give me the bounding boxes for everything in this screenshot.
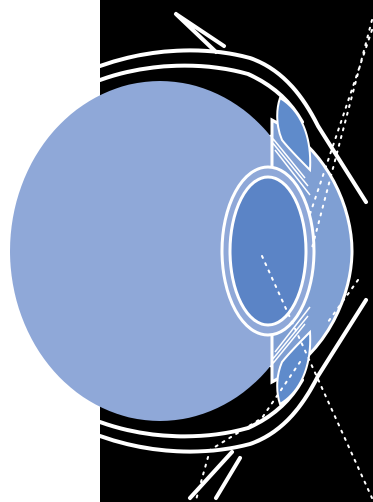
- lens: [230, 177, 306, 325]
